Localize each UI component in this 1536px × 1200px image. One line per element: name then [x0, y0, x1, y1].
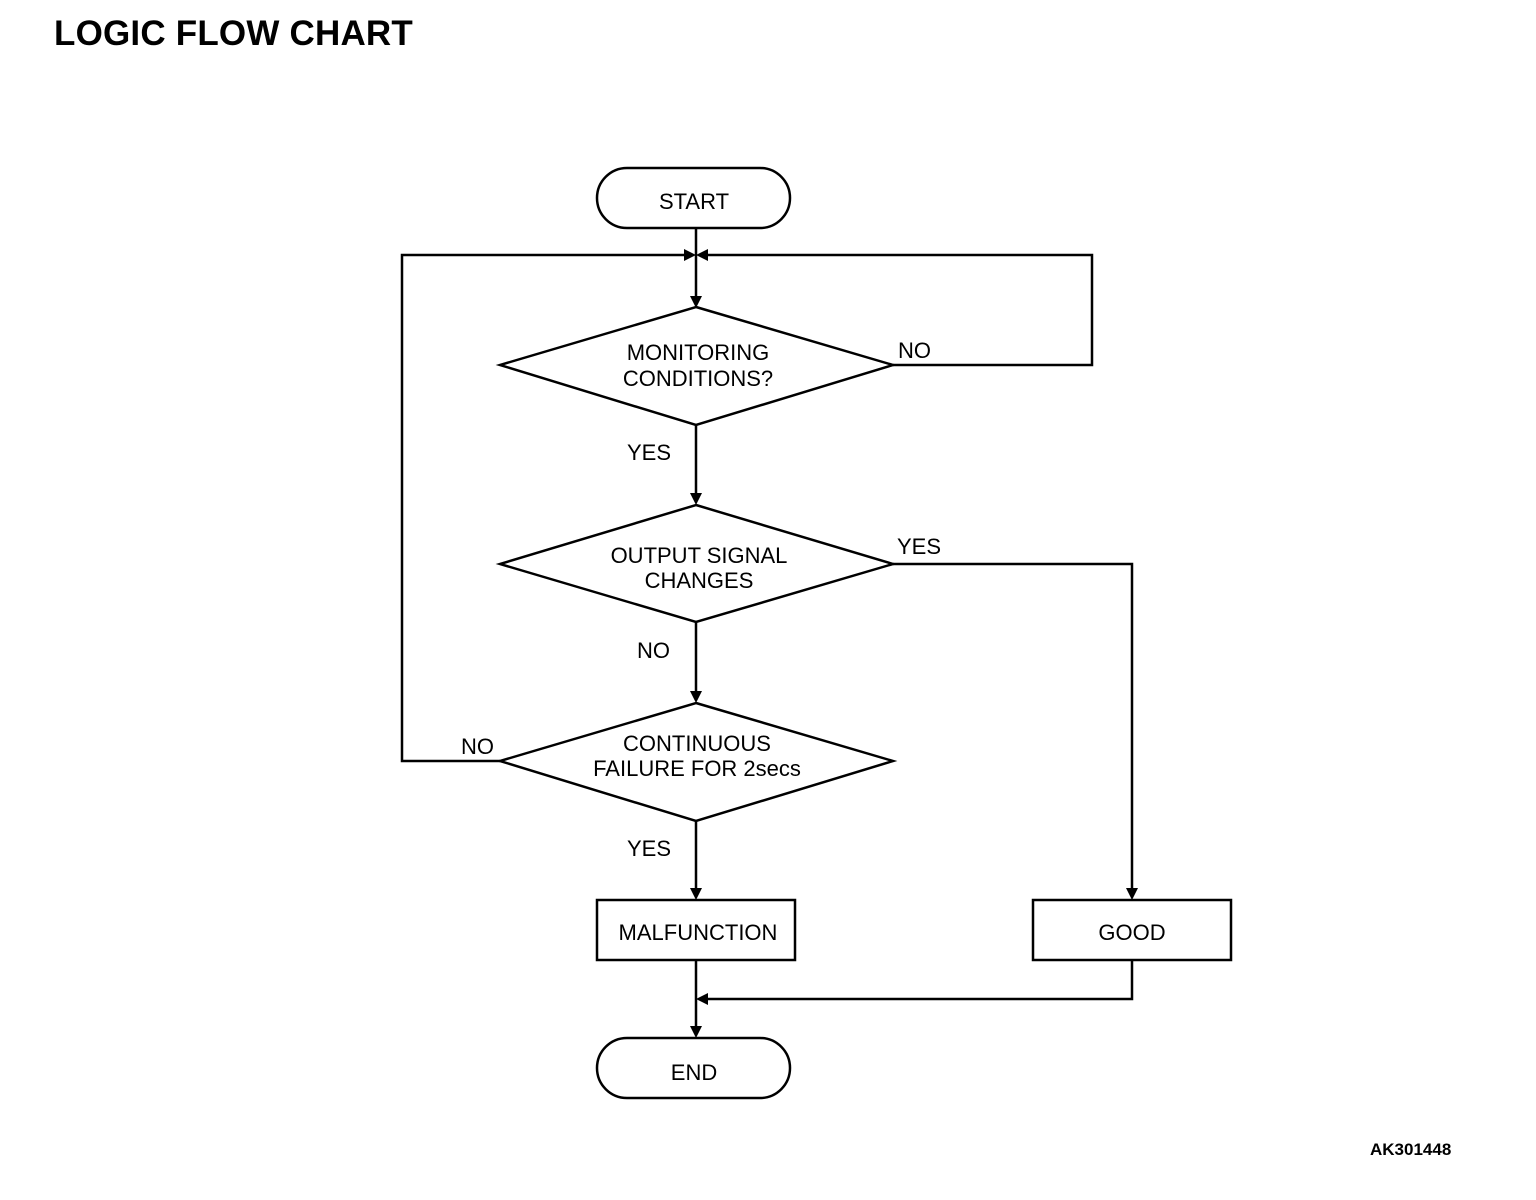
- arrowheads: [684, 249, 1138, 1038]
- decision-output-signal-line-1: OUTPUT SIGNAL: [611, 543, 788, 568]
- edge-label-output-signal-no: NO: [637, 638, 670, 663]
- decision-continuous-failure-line-1: CONTINUOUS: [623, 731, 771, 756]
- arrowhead-down-icon: [1126, 888, 1138, 900]
- page-title: LOGIC FLOW CHART: [54, 14, 413, 53]
- edge-labels: NO YES YES NO NO YES: [461, 338, 941, 861]
- arrowhead-left-icon: [696, 249, 708, 261]
- edge-label-continuous-failure-yes: YES: [627, 836, 671, 861]
- decision-monitoring-conditions: MONITORING CONDITIONS?: [495, 305, 898, 427]
- decision-continuous-failure-line-2: FAILURE FOR 2secs: [593, 756, 801, 781]
- decision-monitoring-line-1: MONITORING: [627, 340, 770, 365]
- start-terminal: START: [595, 166, 792, 230]
- connector-continuous-failure-no-loop: [400, 253, 686, 763]
- connector-output-signal-yes: [893, 562, 1134, 890]
- start-label: START: [659, 189, 729, 214]
- decision-monitoring-line-2: CONDITIONS?: [623, 366, 773, 391]
- edge-label-monitoring-yes: YES: [627, 440, 671, 465]
- arrowhead-down-icon: [690, 1026, 702, 1038]
- malfunction-label: MALFUNCTION: [619, 920, 778, 945]
- decision-output-signal-line-2: CHANGES: [645, 568, 754, 593]
- decision-continuous-failure: CONTINUOUS FAILURE FOR 2secs: [495, 701, 898, 823]
- good-label: GOOD: [1098, 920, 1165, 945]
- arrowhead-down-icon: [690, 296, 702, 308]
- arrowhead-left-icon: [696, 993, 708, 1005]
- edge-label-continuous-failure-no: NO: [461, 734, 494, 759]
- edge-label-output-signal-yes: YES: [897, 534, 941, 559]
- connector-good-to-end: [706, 961, 1134, 1001]
- malfunction-box: MALFUNCTION: [595, 898, 797, 962]
- arrowhead-down-icon: [690, 691, 702, 703]
- decision-output-signal-changes: OUTPUT SIGNAL CHANGES: [495, 503, 898, 624]
- edge-label-monitoring-no: NO: [898, 338, 931, 363]
- end-label: END: [671, 1060, 717, 1085]
- connector-monitoring-no-loop: [706, 253, 1094, 367]
- arrowhead-down-icon: [690, 888, 702, 900]
- good-box: GOOD: [1031, 898, 1233, 962]
- arrowhead-right-icon: [684, 249, 696, 261]
- end-terminal: END: [595, 1036, 792, 1100]
- figure-id: AK301448: [1370, 1140, 1452, 1159]
- arrowhead-down-icon: [690, 493, 702, 505]
- connectors: [400, 228, 1134, 1029]
